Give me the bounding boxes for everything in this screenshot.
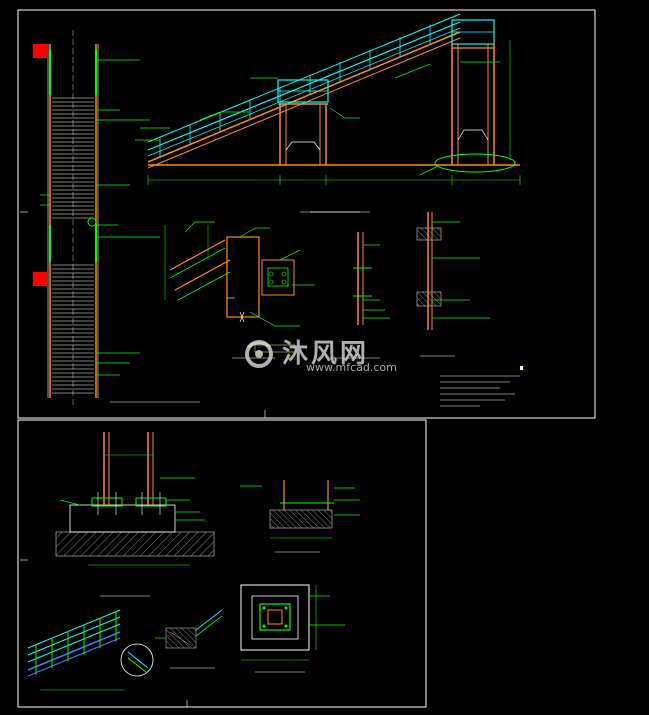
watermark-url: www.mfcad.com [306, 361, 397, 374]
title-underlines [100, 211, 455, 673]
railing-detail-view [27, 609, 223, 691]
stair-elevation [135, 13, 521, 185]
sheet-frame-bottom [17, 419, 427, 708]
section-b-view [416, 212, 490, 330]
general-notes [440, 366, 523, 407]
ladder-plan-leaders [40, 59, 160, 376]
marker-red-middle [33, 272, 47, 286]
ladder-plan-view [47, 30, 99, 405]
ladder-node-circle [87, 217, 97, 227]
mfcad-logo-icon [245, 340, 273, 368]
plan-f-view [240, 584, 345, 661]
section-e-view [240, 480, 360, 539]
foundation-section [55, 432, 215, 566]
node-detail-view [164, 211, 360, 353]
section-a-view [353, 232, 390, 325]
watermark: 沐风网 www.mfcad.com [236, 331, 416, 377]
watermark-brand: 沐风网 [282, 339, 370, 369]
marker-red-top [33, 44, 47, 58]
section-cut-marks [20, 211, 266, 707]
sheet-frame-top [17, 9, 596, 419]
